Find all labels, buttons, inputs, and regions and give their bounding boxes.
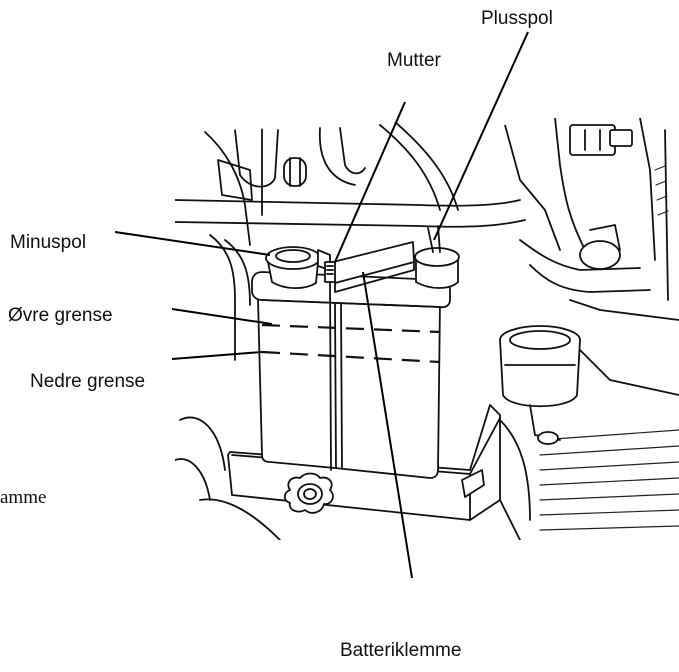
label-nedre-grense: Nedre grense — [30, 372, 145, 391]
label-plusspol: Plusspol — [481, 9, 553, 28]
label-ovre-grense: Øvre grense — [8, 306, 113, 325]
label-batteriklemme: Batteriklemme — [340, 641, 461, 660]
label-mutter: Mutter — [387, 51, 441, 70]
label-cut-off: amme — [0, 488, 46, 507]
label-minuspol: Minuspol — [10, 233, 86, 252]
tray-knob — [285, 474, 333, 513]
